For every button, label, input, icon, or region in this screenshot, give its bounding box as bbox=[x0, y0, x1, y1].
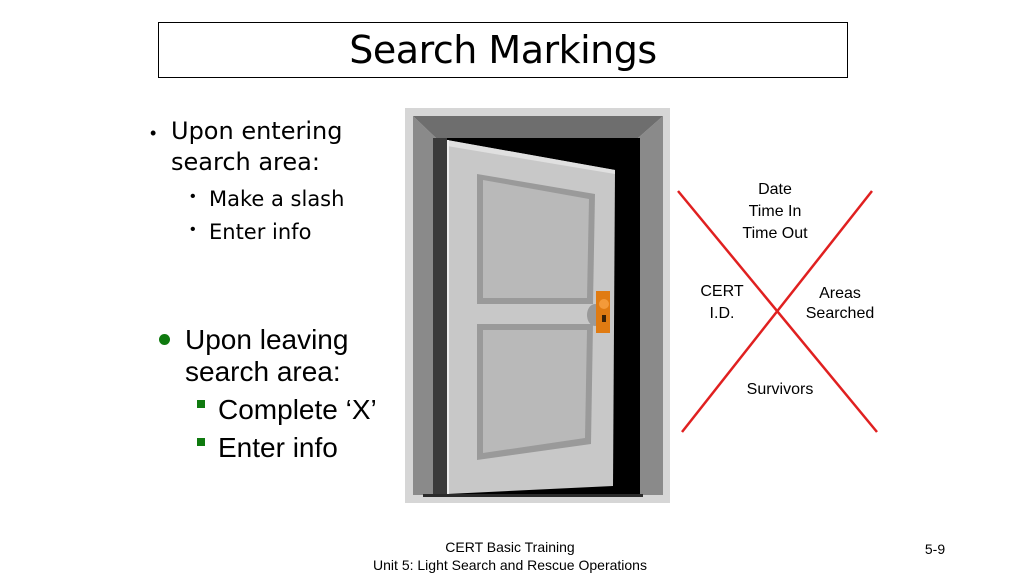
search-marking-x bbox=[677, 190, 878, 433]
marking-survivors-label: Survivors bbox=[746, 381, 814, 398]
section1-item-2: Enter info bbox=[209, 220, 312, 244]
green-square-bullet-icon bbox=[197, 400, 205, 408]
section1-heading-line1: Upon entering bbox=[171, 117, 343, 145]
marking-searched-label: Searched bbox=[805, 305, 875, 322]
bullet-dot: • bbox=[190, 188, 196, 205]
marking-cert-label: CERT bbox=[700, 283, 744, 300]
section1-heading-line2: search area: bbox=[171, 148, 320, 176]
green-bullet-icon bbox=[159, 334, 170, 345]
section2-item-2: Enter info bbox=[218, 432, 338, 463]
slide-title-box: Search Markings bbox=[158, 22, 848, 78]
open-door-illustration bbox=[405, 108, 670, 503]
slide-title: Search Markings bbox=[349, 28, 657, 72]
bullet-dot: • bbox=[150, 123, 157, 143]
marking-time-in-label: Time In bbox=[748, 203, 802, 220]
section1-item-1: Make a slash bbox=[209, 187, 345, 211]
marking-date-label: Date bbox=[758, 181, 792, 198]
page-number: 5-9 bbox=[924, 541, 946, 557]
section2-heading-line1: Upon leaving bbox=[185, 324, 349, 355]
section2-heading-line2: search area: bbox=[185, 356, 341, 387]
marking-time-out-label: Time Out bbox=[742, 225, 808, 242]
green-square-bullet-icon bbox=[197, 438, 205, 446]
footer-unit: Unit 5: Light Search and Rescue Operatio… bbox=[373, 557, 647, 573]
bullet-dot: • bbox=[190, 221, 196, 238]
footer-course: CERT Basic Training bbox=[445, 539, 575, 555]
marking-areas-label: Areas bbox=[819, 285, 861, 302]
marking-id-label: I.D. bbox=[709, 305, 735, 322]
x-backslash-line bbox=[681, 190, 873, 433]
section2-item-1: Complete ‘X’ bbox=[218, 394, 377, 425]
